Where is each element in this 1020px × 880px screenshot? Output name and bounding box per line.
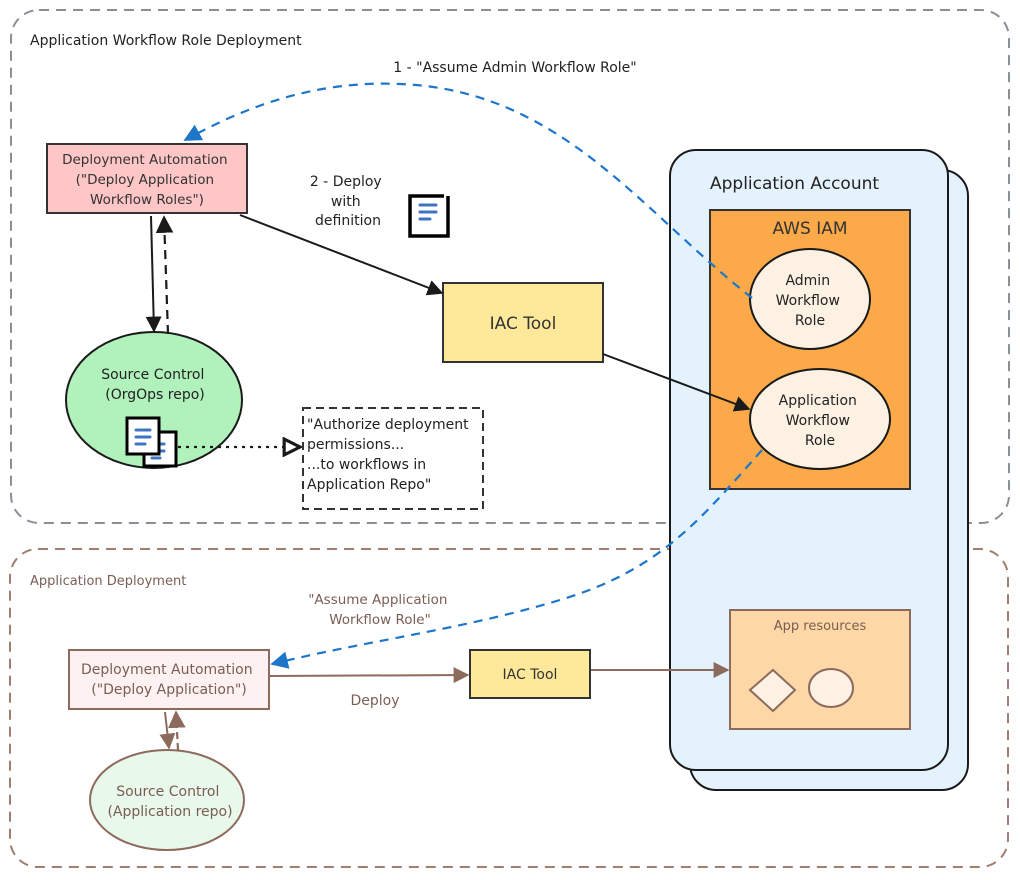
edge-bottom-deploy-to-source (159, 711, 176, 750)
svg-text:Source Control (OrgOps rep: Source Control (OrgOps repo) (101, 367, 209, 403)
bottom-deploy-line: ("Deploy Application") (91, 682, 247, 698)
admin-role-line: Admin (785, 273, 830, 289)
resource-diamond-icon (748, 668, 797, 713)
label-deploy-with-definition: definition (315, 213, 381, 229)
app-role-line: Role (805, 433, 835, 449)
svg-text:Application Workflow R: Application Workflow Role (779, 393, 862, 449)
bottom-deploy-automation[interactable] (68, 649, 270, 710)
edge-assume-app-role (270, 449, 763, 669)
label-assume-app-role: Workflow Role" (329, 612, 431, 628)
svg-text:2 - Deploy with defini: 2 - Deploy with definition (310, 174, 386, 229)
admin-workflow-role[interactable] (749, 248, 871, 350)
note-line: ...to workflows in (307, 457, 426, 473)
edge-bottom-source-to-deploy (168, 710, 186, 751)
note-line: Application Repo" (307, 477, 431, 493)
group-bottom-title: Application Deployment (30, 574, 186, 589)
svg-text:Source Control (Applicatio: Source Control (Application repo) (107, 784, 232, 820)
edge-iac-to-app-role (602, 353, 751, 412)
label-assume-app-role: "Assume Application (308, 592, 447, 608)
iam-title: AWS IAM (772, 219, 847, 239)
bottom-iac-tool[interactable] (469, 649, 591, 699)
edge-bottom-deploy-to-iac (269, 667, 470, 684)
top-deploy-automation[interactable] (46, 143, 248, 214)
bottom-deploy-line: Deployment Automation (81, 662, 253, 678)
label-deploy-with-definition: 2 - Deploy (310, 174, 382, 190)
svg-text:Deployment Automation ("De: Deployment Automation ("Deploy Applicati… (81, 662, 257, 698)
definition-document-icon (408, 194, 450, 238)
bottom-source-line: (Application repo) (107, 804, 232, 820)
edge-assume-admin-role (183, 82, 753, 299)
note-line: "Authorize deployment (307, 417, 469, 433)
app-resources-title: App resources (774, 619, 867, 634)
edge-deploy-to-source (145, 215, 162, 333)
top-deploy-line: Deployment Automation (62, 152, 228, 168)
bottom-source-control[interactable] (89, 749, 245, 851)
svg-text:Deployment Automation ("De: Deployment Automation ("Deploy Applicati… (62, 152, 232, 208)
group-top-title: Application Workflow Role Deployment (30, 33, 302, 49)
svg-text:"Assume Application Workfl: "Assume Application Workflow Role" (308, 592, 452, 628)
app-resources-box[interactable] (729, 609, 911, 730)
bottom-source-line: Source Control (116, 784, 219, 800)
label-deploy-with-definition: with (331, 194, 361, 210)
account-title: Application Account (710, 174, 879, 194)
top-source-line: Source Control (101, 367, 204, 383)
top-iac-tool-label: IAC Tool (490, 314, 557, 334)
top-deploy-line: ("Deploy Application (76, 172, 214, 188)
documents-icon (125, 416, 178, 468)
svg-text:"Authorize deployment perm: "Authorize deployment permissions... ...… (307, 417, 473, 493)
edge-deploy-to-iac (239, 214, 444, 296)
svg-text:Admin Workflow Role: Admin Workflow Role (776, 273, 845, 329)
group-top-border (10, 9, 1010, 524)
bottom-iac-tool-label: IAC Tool (503, 667, 558, 683)
admin-role-line: Workflow (776, 293, 840, 309)
edge-source-to-deploy (155, 215, 174, 335)
authorize-note (302, 407, 484, 510)
app-role-line: Application (779, 393, 857, 409)
top-source-line: (OrgOps repo) (105, 387, 205, 403)
label-deploy: Deploy (350, 693, 399, 709)
resource-circle-icon (808, 668, 854, 708)
application-workflow-role[interactable] (749, 368, 891, 470)
app-role-line: Workflow (786, 413, 850, 429)
top-iac-tool[interactable] (442, 282, 604, 363)
admin-role-line: Role (795, 313, 825, 329)
top-deploy-line: Workflow Roles") (90, 192, 204, 208)
label-assume-admin: 1 - "Assume Admin Workflow Role" (393, 60, 636, 76)
note-line: permissions... (307, 437, 404, 453)
